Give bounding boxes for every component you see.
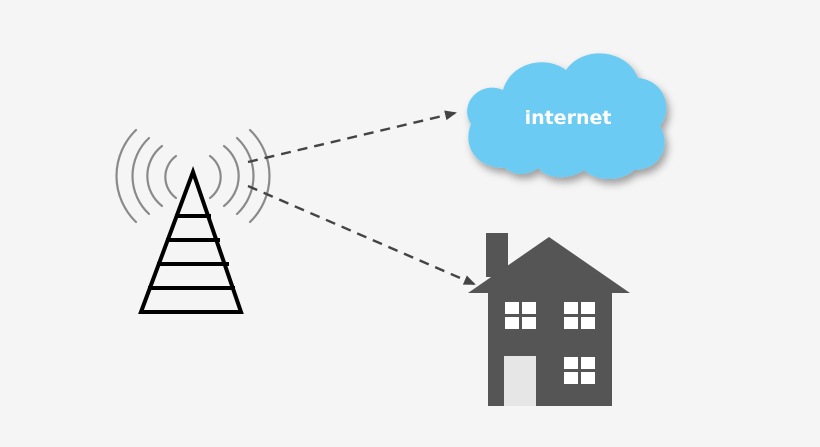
arrow-to-internet [247, 110, 457, 164]
cell-tower-icon [115, 128, 271, 314]
connection-arrows [247, 110, 476, 286]
chimney [486, 233, 508, 277]
house-icon [468, 233, 630, 406]
signal-waves [115, 128, 271, 224]
window-top-left [505, 302, 536, 329]
window-top-right [564, 302, 595, 329]
tower-structure [138, 166, 244, 314]
house-roof [468, 237, 630, 293]
arrow-to-house [247, 184, 476, 286]
window-bottom-right [564, 357, 595, 384]
cloud-label: internet [525, 107, 612, 129]
house-door [504, 356, 536, 406]
cloud-icon [467, 53, 667, 179]
